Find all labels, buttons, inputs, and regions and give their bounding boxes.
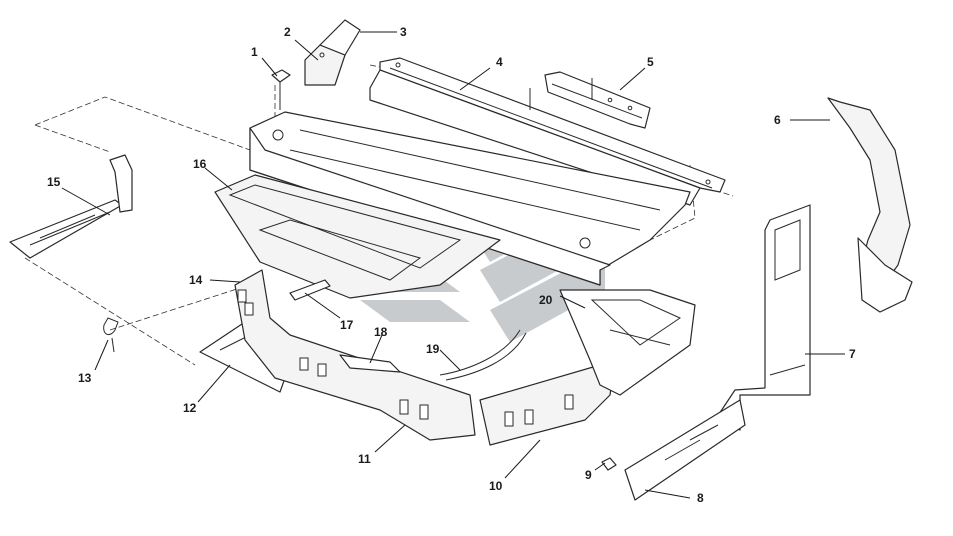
- callout-16: 16: [193, 157, 207, 171]
- callout-7: 7: [849, 347, 856, 361]
- callout-3: 3: [400, 25, 407, 39]
- callout-6: 6: [774, 113, 781, 127]
- part-17-18-brackets: [289, 279, 401, 373]
- part-4-rail: [369, 57, 726, 206]
- callout-10: 10: [489, 479, 503, 493]
- part-20-rear-floor: [559, 289, 696, 396]
- callout-4: 4: [496, 55, 503, 69]
- callout-15: 15: [47, 175, 61, 189]
- callout-12: 12: [183, 401, 197, 415]
- part-11-side-rail: [234, 269, 476, 441]
- callout-19: 19: [426, 342, 440, 356]
- callout-2: 2: [284, 25, 291, 39]
- callout-11: 11: [358, 452, 371, 466]
- part-5-bracket: [529, 71, 651, 129]
- callout-5: 5: [647, 55, 654, 69]
- callout-1: 1: [251, 45, 258, 59]
- callout-8: 8: [697, 491, 704, 505]
- part-8-lower-strip: [624, 399, 746, 501]
- part-16-sub-panel: [214, 174, 501, 299]
- part-6-pillar: [827, 97, 913, 313]
- callout-18: 18: [374, 325, 388, 339]
- part-1-bolt: [271, 69, 291, 110]
- part-13-clip: [103, 317, 119, 353]
- part-7-rear-panel: [714, 204, 811, 431]
- callout-9: 9: [585, 468, 592, 482]
- callout-labels: 1 2 3 4 5 6 7 8 9 10 11 12 13 14 15 16 1…: [47, 25, 856, 505]
- leader-lines: [61, 31, 845, 499]
- part-19-tube: [439, 329, 527, 381]
- part-9-nut: [601, 457, 617, 471]
- part-15-side-bracket: [9, 154, 133, 259]
- callout-17: 17: [340, 318, 354, 332]
- callout-14: 14: [189, 273, 203, 287]
- callout-20: 20: [539, 293, 553, 307]
- part-2-bracket: [304, 19, 361, 86]
- callout-13: 13: [78, 371, 92, 385]
